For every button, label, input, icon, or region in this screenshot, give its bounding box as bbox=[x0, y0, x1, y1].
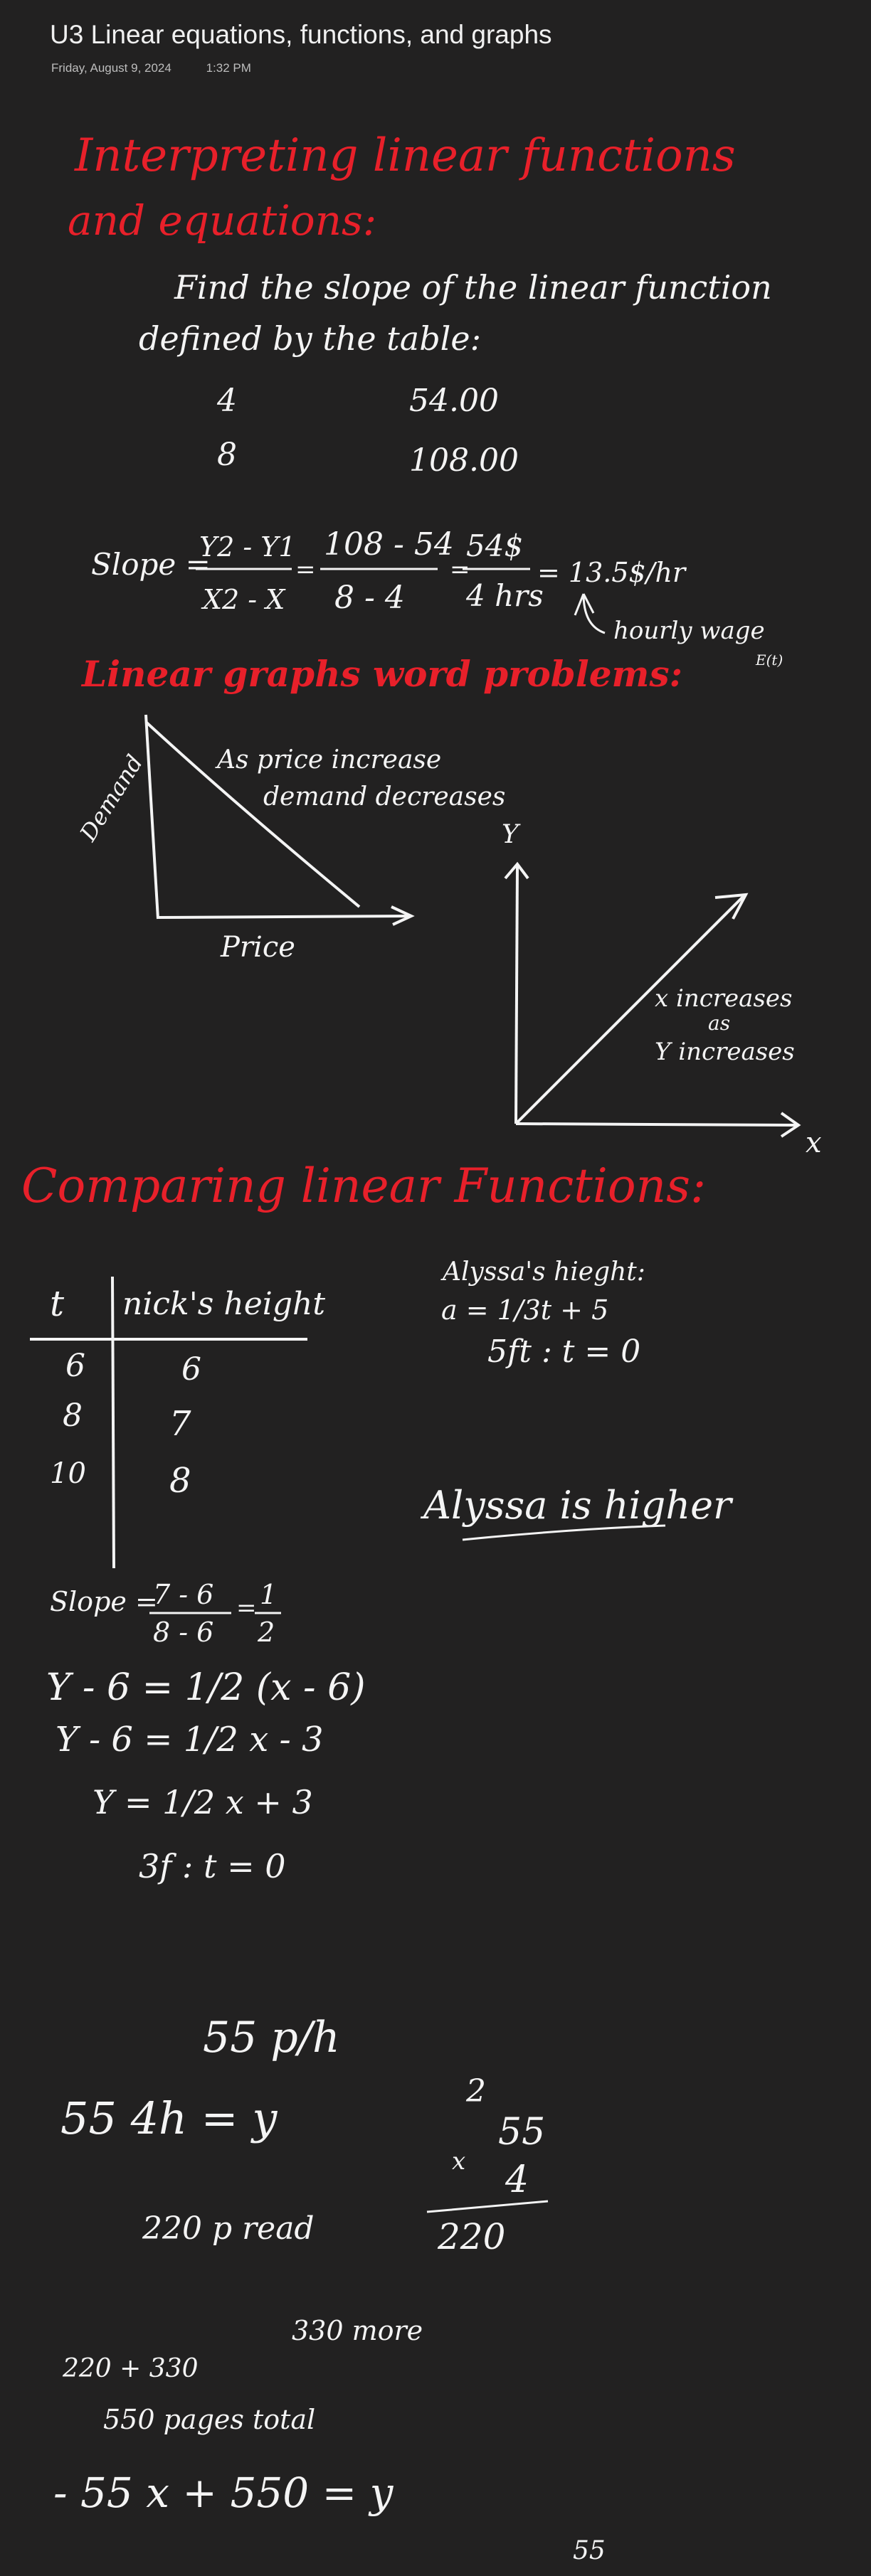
arrow-icon bbox=[714, 893, 749, 920]
prompt-line1: Find the slope of the linear function bbox=[174, 268, 772, 307]
sub-denominator: 8 - 4 bbox=[334, 580, 405, 616]
equation-line3: Y = 1/2 x + 3 bbox=[93, 1783, 313, 1821]
arrow-icon bbox=[504, 861, 529, 880]
slope-label: Slope = bbox=[91, 547, 211, 582]
start-value: 3f : t = 0 bbox=[139, 1847, 286, 1885]
equation-line1: Y - 6 = 1/2 (x - 6) bbox=[46, 1666, 366, 1709]
slope-result-denominator: 2 bbox=[257, 1617, 275, 1648]
graph1-note-line1: As price increase bbox=[215, 745, 441, 775]
pages-sum: 220 + 330 bbox=[62, 2354, 198, 2383]
page-title: U3 Linear equations, functions, and grap… bbox=[50, 20, 552, 49]
slope-numerator: 7 - 6 bbox=[153, 1579, 213, 1610]
rate: 55 p/h bbox=[203, 2013, 340, 2063]
conclusion: Alyssa is higher bbox=[420, 1483, 734, 1528]
slope-result-numerator: 1 bbox=[260, 1579, 277, 1610]
table-header: nick's height bbox=[122, 1286, 325, 1322]
graph1-y-axis bbox=[144, 714, 159, 920]
slope-result: = 13.5$/hr bbox=[537, 557, 687, 588]
heading-interpreting: Interpreting linear functions bbox=[74, 129, 736, 182]
ratio-numerator: 54$ bbox=[466, 528, 523, 563]
graph2-y-label: Y bbox=[502, 820, 521, 849]
table-cell: 8 bbox=[217, 437, 237, 473]
graph1-note-line2: demand decreases bbox=[263, 782, 505, 811]
page-time: 1:32 PM bbox=[206, 61, 251, 75]
table-cell: 4 bbox=[216, 383, 237, 419]
table-cell: 108.00 bbox=[409, 442, 519, 479]
graph2-line bbox=[516, 895, 745, 1124]
multiply-top: 55 bbox=[498, 2111, 545, 2154]
table-divider bbox=[111, 1276, 115, 1569]
rate-equation: 55 4h = y bbox=[60, 2092, 278, 2144]
table-cell: 8 bbox=[169, 1461, 191, 1501]
graph1-demand-line bbox=[144, 720, 361, 908]
graph2-note-line3: Y increases bbox=[655, 1038, 795, 1066]
table-cell: 54.00 bbox=[409, 383, 499, 419]
table-cell: 8 bbox=[63, 1398, 83, 1434]
table-cell: 6 bbox=[65, 1348, 85, 1384]
equals-sign: = bbox=[295, 555, 316, 584]
graph2-y-axis bbox=[514, 866, 519, 1124]
sub-numerator: 108 - 54 bbox=[324, 526, 454, 563]
slope-denominator: 8 - 6 bbox=[153, 1617, 213, 1648]
arrow-icon bbox=[780, 1112, 801, 1138]
page-meta: Friday, August 9, 2024 1:32 PM bbox=[51, 61, 283, 75]
multiply-bottom: 4 bbox=[505, 2159, 529, 2201]
table-cell: 10 bbox=[50, 1457, 86, 1490]
alyssa-start: 5ft : t = 0 bbox=[487, 1334, 640, 1370]
alyssa-label: Alyssa's hieght: bbox=[440, 1257, 645, 1287]
pages-read: 220 p read bbox=[142, 2210, 315, 2247]
underline bbox=[462, 1524, 666, 1541]
sum-bar bbox=[426, 2200, 549, 2213]
carry-digit: 2 bbox=[465, 2073, 486, 2109]
graph2-note-line2: as bbox=[708, 1011, 730, 1035]
arrow-icon bbox=[574, 593, 606, 634]
alyssa-equation: a = 1/3t + 5 bbox=[441, 1294, 608, 1326]
equals-sign: = bbox=[236, 1594, 257, 1622]
heading-comparing: Comparing linear Functions: bbox=[21, 1159, 706, 1213]
graph1-x-label: Price bbox=[220, 931, 295, 964]
table-cell: 6 bbox=[181, 1351, 201, 1388]
page-date: Friday, August 9, 2024 bbox=[51, 61, 171, 75]
hourly-wage-note: hourly wage bbox=[613, 617, 765, 645]
table-cell: 7 bbox=[169, 1404, 191, 1444]
arrow-icon bbox=[391, 905, 415, 926]
final-equation: - 55 x + 550 = y bbox=[53, 2469, 394, 2517]
heading-equations: and equations: bbox=[68, 196, 376, 245]
formula-denominator: X2 - X bbox=[201, 584, 286, 615]
multiply-result: 220 bbox=[437, 2216, 505, 2257]
graph2-x-axis bbox=[515, 1122, 798, 1127]
heading-word-problems: Linear graphs word problems: bbox=[80, 653, 682, 695]
function-note: E(t) bbox=[755, 651, 783, 669]
footer-number: 55 bbox=[573, 2536, 606, 2565]
multiply-operator: x bbox=[452, 2147, 465, 2176]
graph1-x-axis bbox=[157, 915, 410, 919]
slope-label: Slope = bbox=[50, 1586, 158, 1617]
graph2-x-label: x bbox=[806, 1127, 822, 1159]
formula-numerator: Y2 - Y1 bbox=[199, 531, 296, 563]
equation-line2: Y - 6 = 1/2 x - 3 bbox=[56, 1720, 324, 1760]
pages-more: 330 more bbox=[292, 2315, 423, 2346]
graph2-note-line1: x increases bbox=[655, 984, 792, 1013]
pages-total: 550 pages total bbox=[103, 2404, 315, 2435]
graph1-y-label: Demand bbox=[74, 750, 148, 847]
table-header: t bbox=[50, 1283, 65, 1324]
ratio-denominator: 4 hrs bbox=[465, 578, 544, 613]
prompt-line2: defined by the table: bbox=[139, 319, 481, 358]
